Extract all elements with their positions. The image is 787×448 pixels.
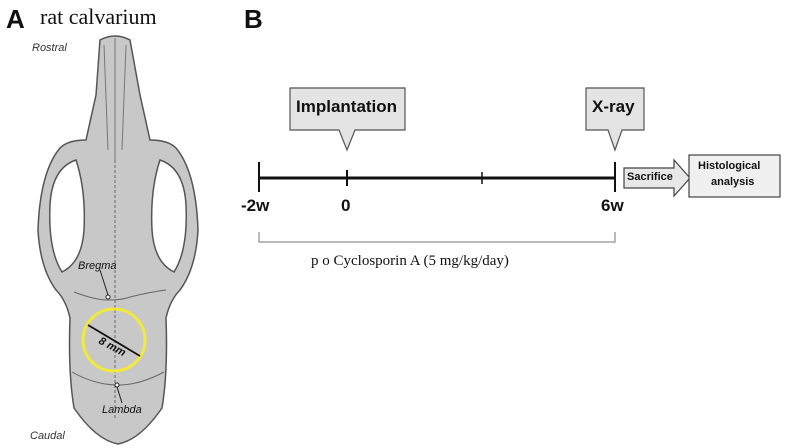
rostral-label: Rostral: [32, 42, 67, 54]
histology-label-line1: Histological: [698, 160, 761, 172]
sacrifice-arrow: [623, 158, 691, 198]
tick-label-minus2w: -2w: [241, 196, 270, 215]
treatment-label: p o Cyclosporin A (5 mg/kg/day): [311, 253, 509, 269]
coronal-suture: [73, 289, 167, 301]
left-orbit: [49, 159, 86, 273]
implantation-callout: [289, 87, 406, 152]
panel-b-letter: B: [244, 4, 263, 34]
caudal-label: Caudal: [30, 430, 65, 442]
xray-callout: [585, 87, 645, 152]
bregma-label: Bregma: [78, 260, 117, 272]
skull-outline: [37, 35, 199, 445]
histology-label-line2: analysis: [711, 176, 755, 188]
histology-box: [688, 154, 781, 198]
panel-a-letter: A: [6, 4, 25, 34]
implantation-label: Implantation: [296, 97, 398, 116]
lambda-label: Lambda: [102, 404, 142, 416]
panel-a-title: rat calvarium: [40, 4, 157, 29]
treatment-bracket: [258, 232, 616, 243]
tick-label-6w: 6w: [601, 196, 624, 215]
defect-diameter-line: [87, 324, 141, 357]
sacrifice-label: Sacrifice: [627, 171, 673, 183]
right-orbit: [150, 159, 187, 273]
defect-circle: [81, 307, 147, 373]
xray-label: X-ray: [592, 97, 635, 116]
tick-label-0: 0: [341, 196, 351, 215]
